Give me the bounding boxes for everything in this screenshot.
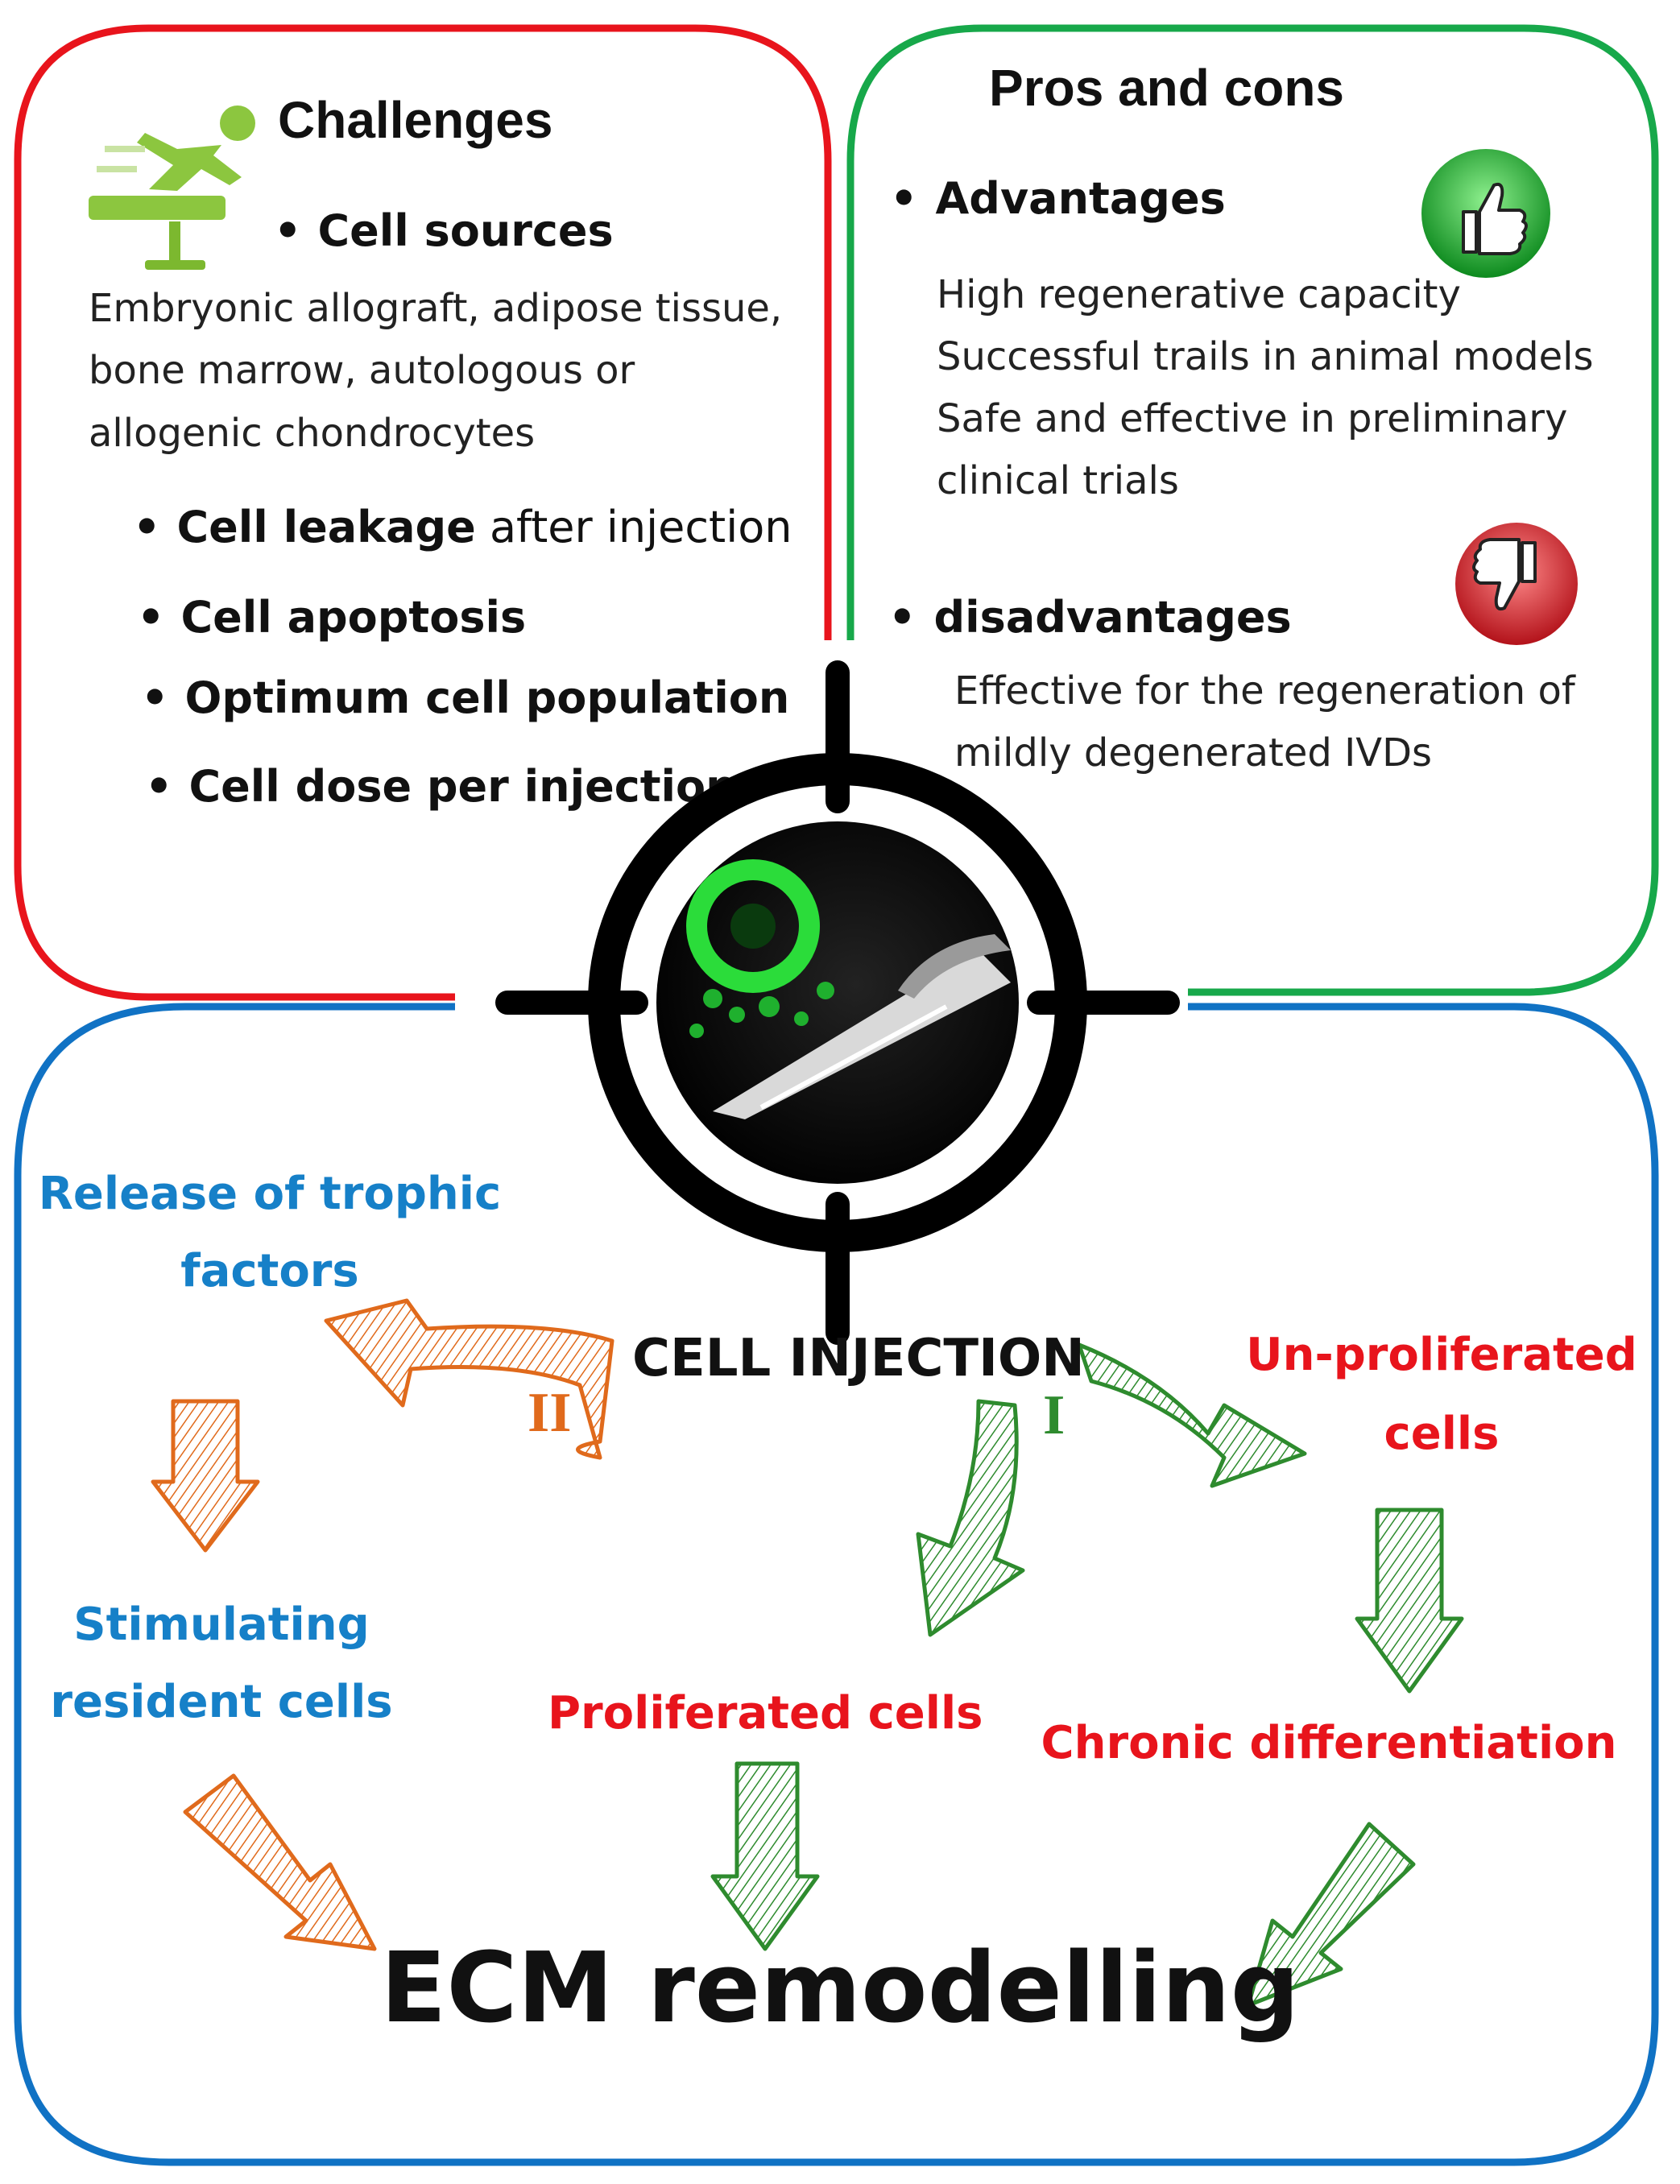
proliferated-cells-label: Proliferated cells — [548, 1687, 983, 1739]
challenges-panel-border — [14, 24, 832, 1001]
challenges-title: Challenges — [278, 91, 553, 149]
cell-leakage-suffix: after injection — [475, 502, 792, 552]
stem-cell-microscopy-icon — [686, 859, 834, 1038]
cell-dose-label: Cell dose per injection — [188, 761, 737, 812]
ecm-remodelling-label: ECM remodelling — [380, 1933, 1300, 2045]
pros-cons-title: Pros and cons — [989, 59, 1344, 117]
disadvantages-label: disadvantages — [933, 592, 1292, 643]
route-ii-arrow — [324, 1298, 614, 1460]
cell-sources-label: Cell sources — [317, 205, 614, 256]
route-i-arrow-right — [1077, 1342, 1307, 1488]
cell-apoptosis-label: Cell apoptosis — [180, 592, 527, 643]
thumbs-up-icon — [1421, 149, 1550, 278]
unproliferated-line-1: Un-proliferated — [1246, 1329, 1637, 1381]
stimulating-line-1: Stimulating — [73, 1599, 370, 1651]
advantage-line-4: clinical trials — [937, 458, 1179, 503]
disadvantages-heading: •disadvantages — [888, 592, 1292, 643]
hurdle-runner-icon — [89, 105, 255, 270]
unproliferated-line-2: cells — [1384, 1408, 1500, 1460]
route-i-label: I — [1043, 1384, 1066, 1446]
pathway-panel-border — [14, 1003, 1659, 2166]
cell-sources-line-2: bone marrow, autologous or — [89, 348, 635, 393]
green-down-arrow-2 — [710, 1761, 820, 1951]
advantage-line-1: High regenerative capacity — [937, 272, 1461, 317]
chronic-differentiation-label: Chronic differentiation — [1041, 1717, 1617, 1769]
cell-injection-label: CELL INJECTION — [632, 1329, 1085, 1388]
cell-leakage-bullet: •Cell leakage after injection — [133, 502, 792, 552]
optimum-population-bullet: •Optimum cell population — [141, 672, 790, 723]
cell-apoptosis-bullet: •Cell apoptosis — [137, 592, 527, 643]
advantage-line-2: Successful trails in animal models — [937, 334, 1594, 379]
route-i-arrow-down — [916, 1399, 1025, 1637]
pros-cons-panel-border — [846, 24, 1659, 996]
release-trophic-line-2: factors — [180, 1245, 359, 1297]
orange-down-arrow-1 — [151, 1399, 260, 1553]
pathway-arrows — [151, 1298, 1464, 2008]
optimum-population-label: Optimum cell population — [184, 672, 790, 723]
disadvantage-line-2: mildly degenerated IVDs — [954, 730, 1433, 776]
green-diagonal-arrow — [1246, 1822, 1416, 2008]
advantages-heading: •Advantages — [890, 173, 1226, 224]
cell-sources-line-3: allogenic chondrocytes — [89, 411, 536, 456]
green-down-arrow-1 — [1355, 1508, 1464, 1694]
cell-dose-bullet: •Cell dose per injection — [145, 761, 737, 812]
crosshair-target-icon — [495, 660, 1180, 1345]
disadvantage-line-1: Effective for the regeneration of — [954, 668, 1575, 714]
cell-sources-bullet: •Cell sources — [274, 205, 614, 256]
route-ii-label: II — [528, 1382, 572, 1444]
thumbs-down-icon — [1455, 523, 1578, 645]
stimulating-line-2: resident cells — [50, 1676, 393, 1728]
advantages-label: Advantages — [935, 173, 1226, 224]
orange-diagonal-arrow — [183, 1773, 377, 1951]
cell-sources-line-1: Embryonic allograft, adipose tissue, — [89, 286, 783, 331]
advantage-line-3: Safe and effective in preliminary — [937, 396, 1568, 441]
release-trophic-line-1: Release of trophic — [38, 1168, 502, 1220]
cell-leakage-label: Cell leakage — [176, 502, 476, 552]
needle-icon — [713, 934, 1011, 1119]
